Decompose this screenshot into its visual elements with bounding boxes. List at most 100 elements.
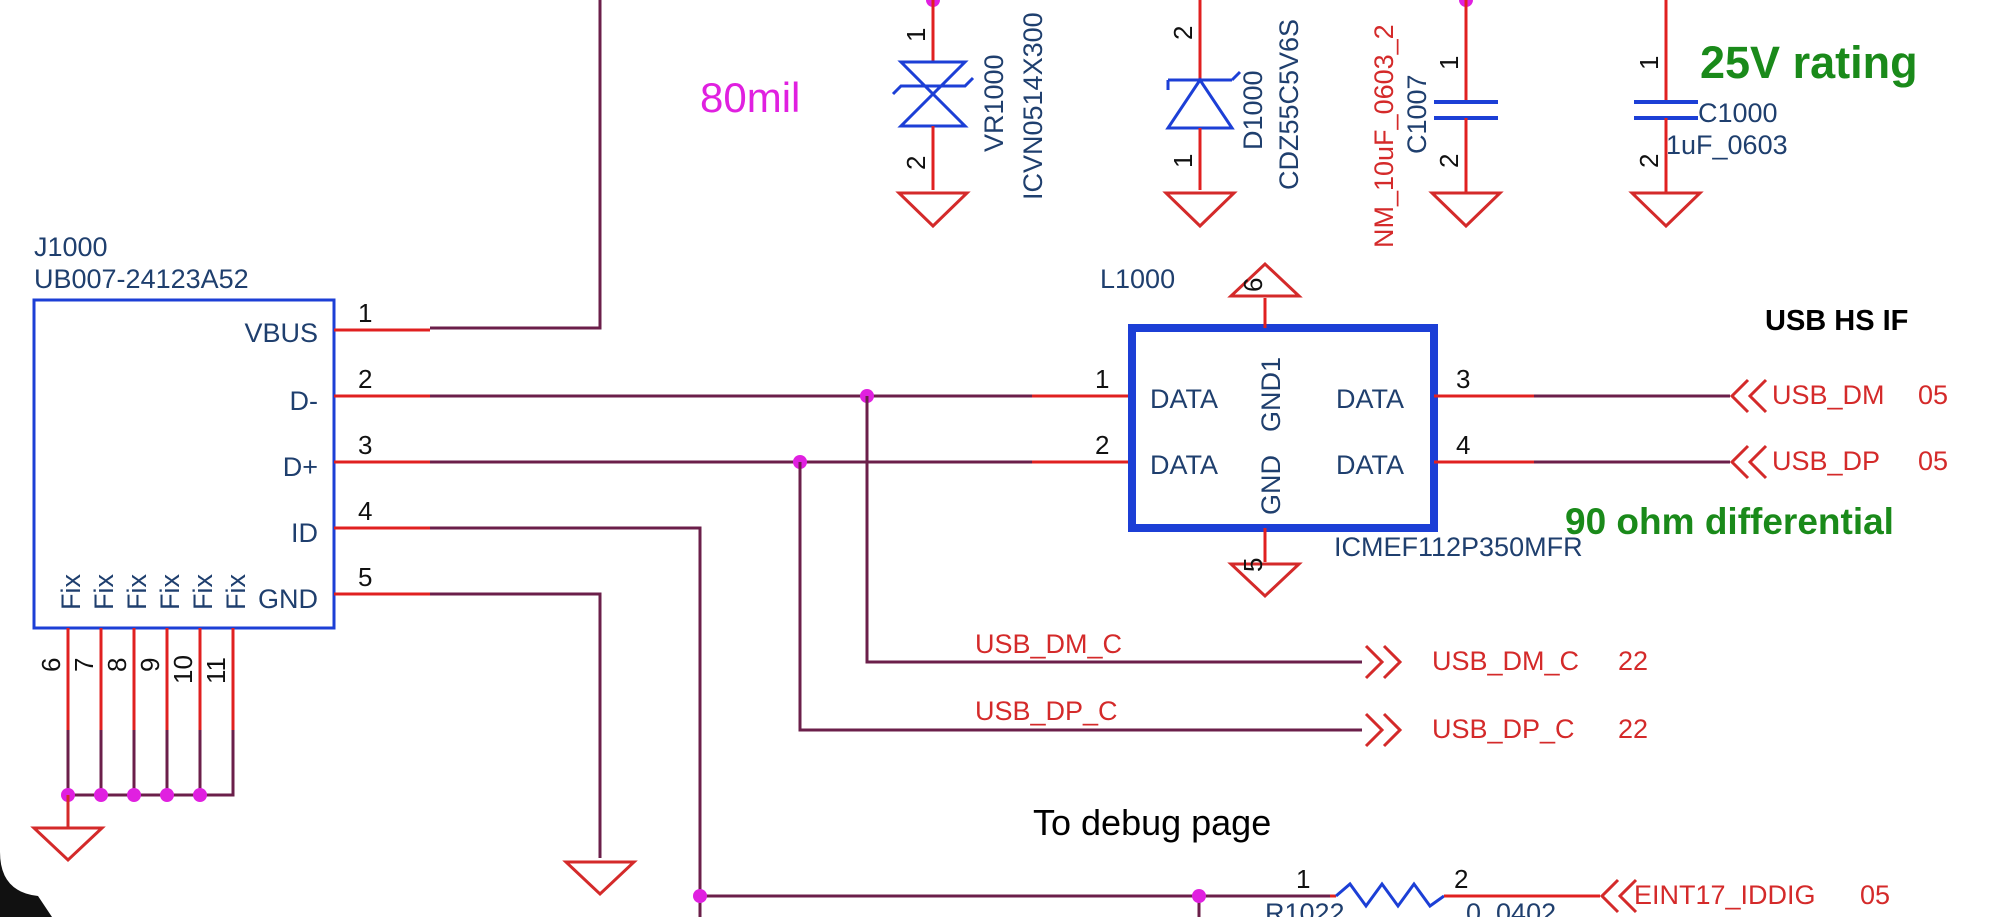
bus-title: USB HS IF (1765, 305, 1908, 337)
pin-num-1: 1 (358, 298, 372, 328)
port-eint-page: 05 (1860, 880, 1890, 910)
capacitor-symbol (1434, 100, 1498, 120)
port-dp-c-page: 22 (1618, 714, 1648, 744)
varistor-pin-top: 1 (901, 28, 931, 42)
c1000-value: 1uF_0603 (1666, 130, 1788, 160)
filter-pin-6: 6 (1238, 278, 1268, 292)
filter-pin-2: 2 (1095, 430, 1109, 460)
c1007-pin-bottom: 2 (1434, 154, 1464, 168)
filter-pin-1: 1 (1095, 364, 1109, 394)
junction (193, 788, 207, 802)
net-label-dp-c: USB_DP_C (975, 696, 1118, 726)
filter-pin-3: 3 (1456, 364, 1470, 394)
port-usb-dm: USB_DM (1772, 380, 1885, 410)
port-dp-c: USB_DP_C (1432, 714, 1575, 744)
filter-right-label-2: DATA (1336, 450, 1404, 480)
diode-part: CDZ55C5V6S (1274, 19, 1304, 190)
c1007-value: NM_10uF_0603_2 (1369, 24, 1399, 248)
connector-body (32, 298, 336, 630)
fix-label-9: Fix (155, 574, 185, 610)
pin-lines (334, 328, 430, 596)
resistor-r1022: 1 2 R1022 0_0402 (1265, 864, 1600, 917)
filter-gnd1-label: GND1 (1256, 357, 1286, 432)
vbus-wire (430, 0, 602, 330)
filter-gnd-label: GND (1256, 455, 1286, 515)
fix-pins: Fix Fix Fix Fix Fix Fix 6 7 8 9 10 11 (30, 574, 251, 863)
dm-c-wire (865, 396, 1362, 664)
capacitor-symbol (1634, 100, 1698, 120)
c1007-pin-top: 1 (1434, 56, 1464, 70)
filter-body (1128, 324, 1438, 532)
filter-left-label-1: DATA (1150, 384, 1218, 414)
junction (94, 788, 108, 802)
pin-name-gnd: GND (258, 584, 318, 614)
capacitor-c1007: 1 2 C1007 NM_10uF_0603_2 (1369, 0, 1504, 248)
r1022-pin-right: 2 (1454, 864, 1468, 894)
diode-pin-top: 2 (1168, 26, 1198, 40)
filter-part: ICMEF112P350MFR (1334, 532, 1583, 562)
pin-name-dplus: D+ (283, 452, 318, 482)
c1007-ref: C1007 (1402, 74, 1432, 154)
fix-label-6: Fix (56, 574, 86, 610)
port-usb-dm-page: 05 (1918, 380, 1948, 410)
connector-part: UB007-24123A52 (34, 264, 249, 294)
r1022-pin-left: 1 (1296, 864, 1310, 894)
net-label-dm-c: USB_DM_C (975, 629, 1122, 659)
fix-label-8: Fix (122, 574, 152, 610)
diode-ref: D1000 (1238, 70, 1268, 150)
filter-ref: L1000 (1100, 264, 1175, 294)
resistor-symbol (1335, 881, 1445, 909)
filter-pin-4: 4 (1456, 430, 1470, 460)
fix-label-7: Fix (89, 574, 119, 610)
ground-symbol (1628, 191, 1704, 229)
dp-c-wire (798, 462, 1362, 732)
c1000-pin-top: 1 (1634, 56, 1664, 70)
filter-right-label-1: DATA (1336, 384, 1404, 414)
capacitor-c1000: 1 2 C1000 1uF_0603 (1628, 0, 1788, 229)
c1000-ref: C1000 (1698, 98, 1778, 128)
fix-label-11: Fix (221, 574, 251, 610)
port-eint: EINT17_IDDIG (1634, 880, 1816, 910)
fix-num-11: 11 (201, 657, 231, 684)
fix-wire (66, 730, 235, 797)
filter-pin-5: 5 (1238, 558, 1268, 572)
impedance-note: 90 ohm differential (1565, 501, 1894, 542)
offpage-arrow-icon (1729, 444, 1768, 480)
pin-name-dminus: D- (290, 386, 319, 416)
filter-left-label-2: DATA (1150, 450, 1218, 480)
pin-name-vbus: VBUS (244, 318, 318, 348)
zener-diode-symbol (1165, 70, 1242, 130)
ground-symbol (1227, 562, 1303, 599)
port-dm-c-page: 22 (1618, 646, 1648, 676)
fix-num-10: 10 (168, 655, 198, 684)
ground-symbol (895, 191, 971, 229)
junction (1192, 889, 1206, 903)
port-usb-dp: USB_DP (1772, 446, 1880, 476)
pin-num-4: 4 (358, 496, 372, 526)
r1022-ref: R1022 (1265, 898, 1345, 917)
pin-num-2: 2 (358, 364, 372, 394)
ground-symbol (1162, 191, 1238, 229)
junction (127, 788, 141, 802)
pin-num-3: 3 (358, 430, 372, 460)
offpage-arrow-icon (1364, 712, 1403, 748)
ground-symbol (562, 860, 638, 897)
diode-pin-bottom: 1 (1168, 154, 1198, 168)
offpage-arrow-icon (1364, 644, 1403, 680)
varistor-vr1000: 1 2 VR1000 ICVN0514X300 (891, 0, 1048, 229)
connector-ref: J1000 (34, 232, 108, 262)
offpage-arrow-icon (1729, 378, 1768, 414)
ground-symbol (30, 795, 106, 863)
id-wire (430, 526, 1330, 917)
varistor-ref: VR1000 (979, 54, 1009, 152)
c1000-pin-bottom: 2 (1634, 154, 1664, 168)
common-mode-filter-l1000: L1000 DATA DATA DATA DATA GND1 GND 1 2 3… (1095, 261, 1583, 599)
ground-symbol (1428, 191, 1504, 229)
fix-num-7: 7 (69, 658, 99, 672)
fix-num-8: 8 (102, 658, 132, 672)
connector-j1000: J1000 UB007-24123A52 VBUS D- D+ ID GND 1… (30, 232, 430, 863)
fix-num-6: 6 (36, 658, 66, 672)
fix-num-9: 9 (135, 658, 165, 672)
junction (160, 788, 174, 802)
